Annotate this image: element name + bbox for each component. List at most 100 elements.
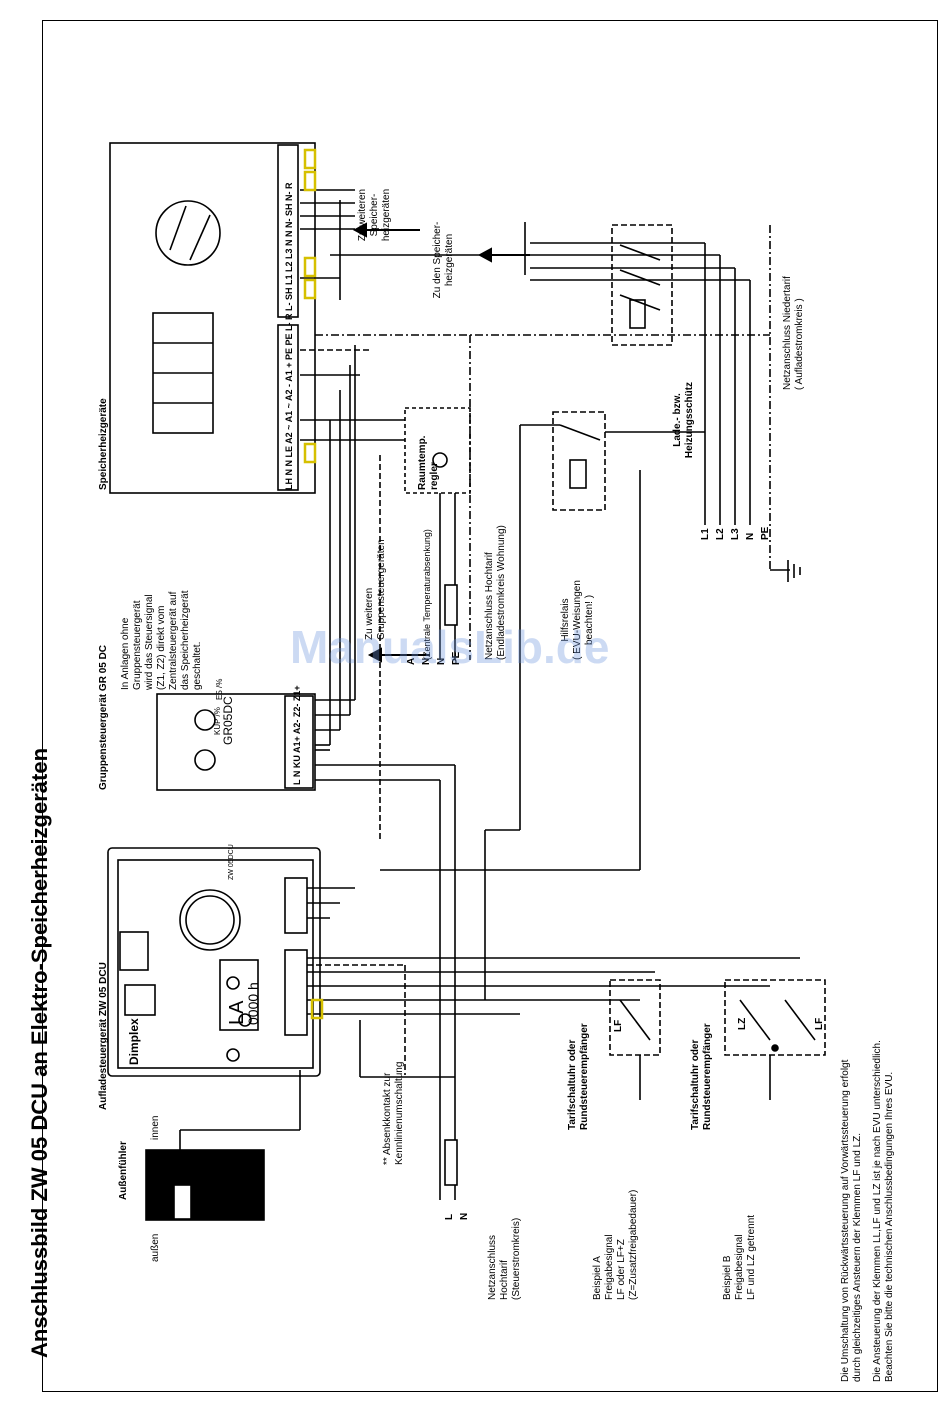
label-netzanschluss-hoch-line: (Endladestromkreis Wohnung): [496, 525, 507, 660]
heater-box: [109, 142, 316, 494]
label-anlagen-note-line: Zentralsteuergerät auf: [168, 591, 179, 690]
label-netzanschluss-nieder-line: Netzanschluss Niedertarif: [782, 276, 793, 390]
label-anlagen-note-line: (Z1, Z2) direkt vom: [156, 606, 167, 690]
label-zentrale-temp: (Zentrale Temperaturabsenkung): [422, 529, 432, 660]
heating-contactor: [611, 224, 673, 346]
group-knob-1-line: KUP /%: [213, 707, 222, 735]
label-innen: innen: [150, 1116, 161, 1140]
terminal-lf-a: LF: [613, 1020, 624, 1032]
terminal-lf-a-line: LF: [613, 1020, 624, 1032]
label-note-2-line: Beachten Sie bitte die technischen Ansch…: [884, 1072, 895, 1382]
mains-low-terminals-line: L3: [730, 528, 741, 540]
heater-terminal-strip-lower: [277, 324, 299, 491]
label-note-2-line: Die Ansteuerung der Klemmen LL,LF und LZ…: [872, 1040, 883, 1382]
outdoor-sensor-body: [145, 1149, 265, 1221]
label-zu-weiteren-speicher-line: Speicher-: [369, 194, 380, 237]
label-aussen: außen: [150, 1234, 161, 1262]
label-tarif-b-line: Rundsteuerempfänger: [702, 1023, 713, 1130]
dcu-display-value: 0000 h: [245, 982, 261, 1025]
label-tarif-a-line: Tarifschaltuhr oder: [567, 1040, 578, 1130]
label-note-1-line: Die Umschaltung von Rückwärtssteuerung a…: [840, 1059, 851, 1382]
dcu-controller-box: [107, 847, 321, 1077]
mains-low-terminals-line: L1: [700, 528, 711, 540]
label-netzanschluss-steuer-line: (Steuerstromkreis): [511, 1218, 522, 1300]
label-gruppensteuergeraet: Gruppensteuergerät GR 05 DC: [98, 645, 109, 790]
label-beispiel-b-line: Freigabesignal: [734, 1234, 745, 1300]
label-innen-line: innen: [150, 1116, 161, 1140]
dcu-output-terminals: [284, 877, 308, 934]
tariff-switch-b: [724, 979, 826, 1056]
label-beispiel-b-line: Beispiel B: [722, 1255, 733, 1300]
heater-fan-icon: [155, 200, 221, 266]
dcu-brand-line: Dimplex: [127, 1018, 141, 1065]
label-zu-den-speicher-line: heizgeräten: [444, 234, 455, 286]
heater-terminals-line: LH N N LE A2 ~ A1 ~ A2 - A1 + PE PE L- R…: [284, 182, 294, 490]
terminal-lz-b-line: LZ: [737, 1018, 748, 1030]
label-aussenfuehler: Außenfühler: [118, 1141, 129, 1200]
group-knob-2: E5 /%: [215, 679, 224, 700]
label-zentrale-temp-line: (Zentrale Temperaturabsenkung): [422, 529, 432, 660]
diagram-frame: [42, 20, 938, 1392]
raum-terminals-line: N: [436, 658, 447, 665]
group-terminals-line: L N KU A1+ A2- Z2- Z1+: [292, 685, 302, 785]
watermark: ManualsLib.de: [290, 621, 610, 673]
label-beispiel-a-line: (Z=Zusatzfreigabedauer): [628, 1190, 639, 1300]
label-zu-weiteren-gruppen-line: Zu weiteren: [364, 588, 375, 640]
label-aussenfuehler-line: Außenfühler: [118, 1141, 129, 1200]
label-anlagen-note-line: wird das Steuersignal: [144, 594, 155, 691]
heater-terminal-strip-upper: [277, 144, 299, 318]
label-absenkkontakt-line: ** Absenkkontakt zur: [382, 1072, 393, 1165]
mains-low-terminals-line: N: [745, 533, 756, 540]
label-beispiel-a-line: LF oder LF+Z: [616, 1239, 627, 1300]
label-speicherheizgeraete: Speicherheizgeräte: [98, 398, 109, 490]
label-tarif-a-line: Rundsteuerempfänger: [579, 1023, 590, 1130]
terminal-lz-b: LZ: [737, 1018, 748, 1030]
label-anlagen-note-line: Gruppensteuergerät: [132, 600, 143, 690]
label-tarif-b-line: Tarifschaltuhr oder: [690, 1040, 701, 1130]
label-zu-den-speicher: Zu den Speicher-heizgeräten: [432, 222, 455, 299]
group-knob-2-line: E5 /%: [215, 679, 224, 700]
label-netzanschluss-nieder-line: ( Aufladestromkreis ): [794, 298, 805, 390]
steuer-terminals-line: N: [459, 1213, 470, 1220]
label-speicherheizgeraete-line: Speicherheizgeräte: [98, 398, 109, 490]
steuer-terminals-line: L: [444, 1214, 455, 1220]
dcu-display-value-line: 0000 h: [245, 982, 261, 1025]
label-hilfsrelais-line: Hilfsrelais: [560, 598, 571, 641]
label-hilfsrelais-line: ( EVU-Weisungen: [572, 580, 583, 660]
label-aufladesteuergeraet-line: Aufladesteuergerät ZW 05 DCU: [98, 962, 109, 1110]
label-zu-den-speicher-line: Zu den Speicher-: [432, 222, 443, 299]
label-absenkkontakt-line: Kennlinienumschaltung: [394, 1062, 405, 1165]
label-note-2: Die Ansteuerung der Klemmen LL,LF und LZ…: [872, 1040, 895, 1382]
label-zu-weiteren-gruppen-line: Gruppensteuergeräten: [376, 539, 387, 640]
dcu-display-mode-line: LA: [226, 1000, 248, 1025]
label-anlagen-note-line: das Speicherheizgerät: [180, 590, 191, 690]
label-ladeschuetz-line: Heizungsschütz: [684, 382, 695, 458]
dcu-model-line: ZW 05DCU: [228, 844, 235, 880]
label-zu-weiteren-speicher-line: Zu weiteren: [357, 189, 368, 241]
dcu-brand: Dimplex: [127, 1018, 141, 1065]
label-gruppensteuergeraet-line: Gruppensteuergerät GR 05 DC: [98, 645, 109, 790]
label-zu-weiteren-speicher-line: heizgeräten: [381, 189, 392, 241]
dcu-main-knob: [179, 889, 241, 951]
label-note-1: Die Umschaltung von Rückwärtssteuerung a…: [840, 1059, 863, 1382]
raum-terminals-line: A: [406, 658, 417, 665]
label-raumtemp: Raumtemp.regler: [417, 435, 440, 490]
dcu-input-terminals: [284, 949, 308, 1036]
label-hilfsrelais-line: beachten! ): [584, 595, 595, 645]
label-beispiel-b-line: LF und LZ getrennt: [746, 1215, 757, 1300]
label-ladeschuetz: Lade.- bzw.Heizungsschütz: [672, 382, 695, 458]
label-aufladesteuergeraet: Aufladesteuergerät ZW 05 DCU: [98, 962, 109, 1110]
raum-terminals-line: N: [421, 658, 432, 665]
label-raumtemp-line: Raumtemp.: [417, 435, 428, 490]
raum-terminals-line: PE: [451, 651, 462, 665]
label-netzanschluss-hoch-line: Netzanschluss Hochtarif: [484, 552, 495, 660]
